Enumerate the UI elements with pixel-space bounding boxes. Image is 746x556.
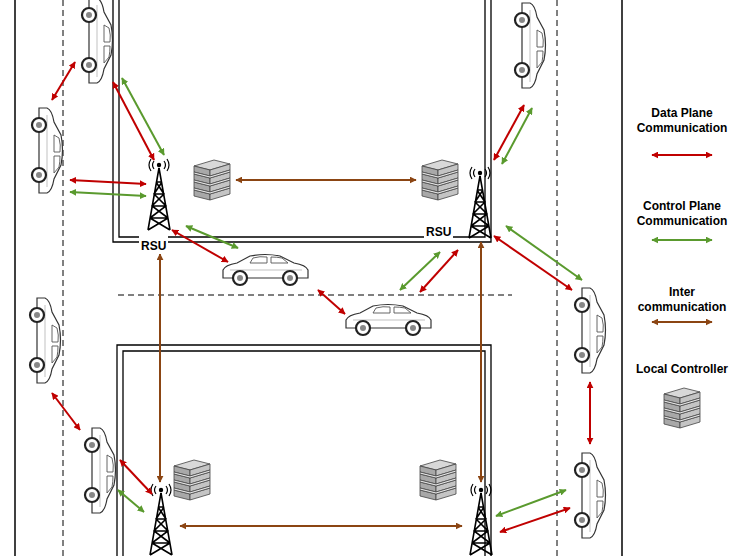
legend-text: Inter communication [630, 285, 734, 315]
rsu-label-box: RSU [139, 236, 168, 254]
legend-text: Local Controller [630, 362, 734, 377]
legend-text: Control Plane Communication [630, 199, 734, 229]
rsu-label: RSU [426, 225, 451, 239]
legend-text: Data Plane Communication [630, 106, 734, 136]
rsu-label: RSU [141, 239, 166, 253]
rsu-label-box: RSU [424, 222, 453, 240]
